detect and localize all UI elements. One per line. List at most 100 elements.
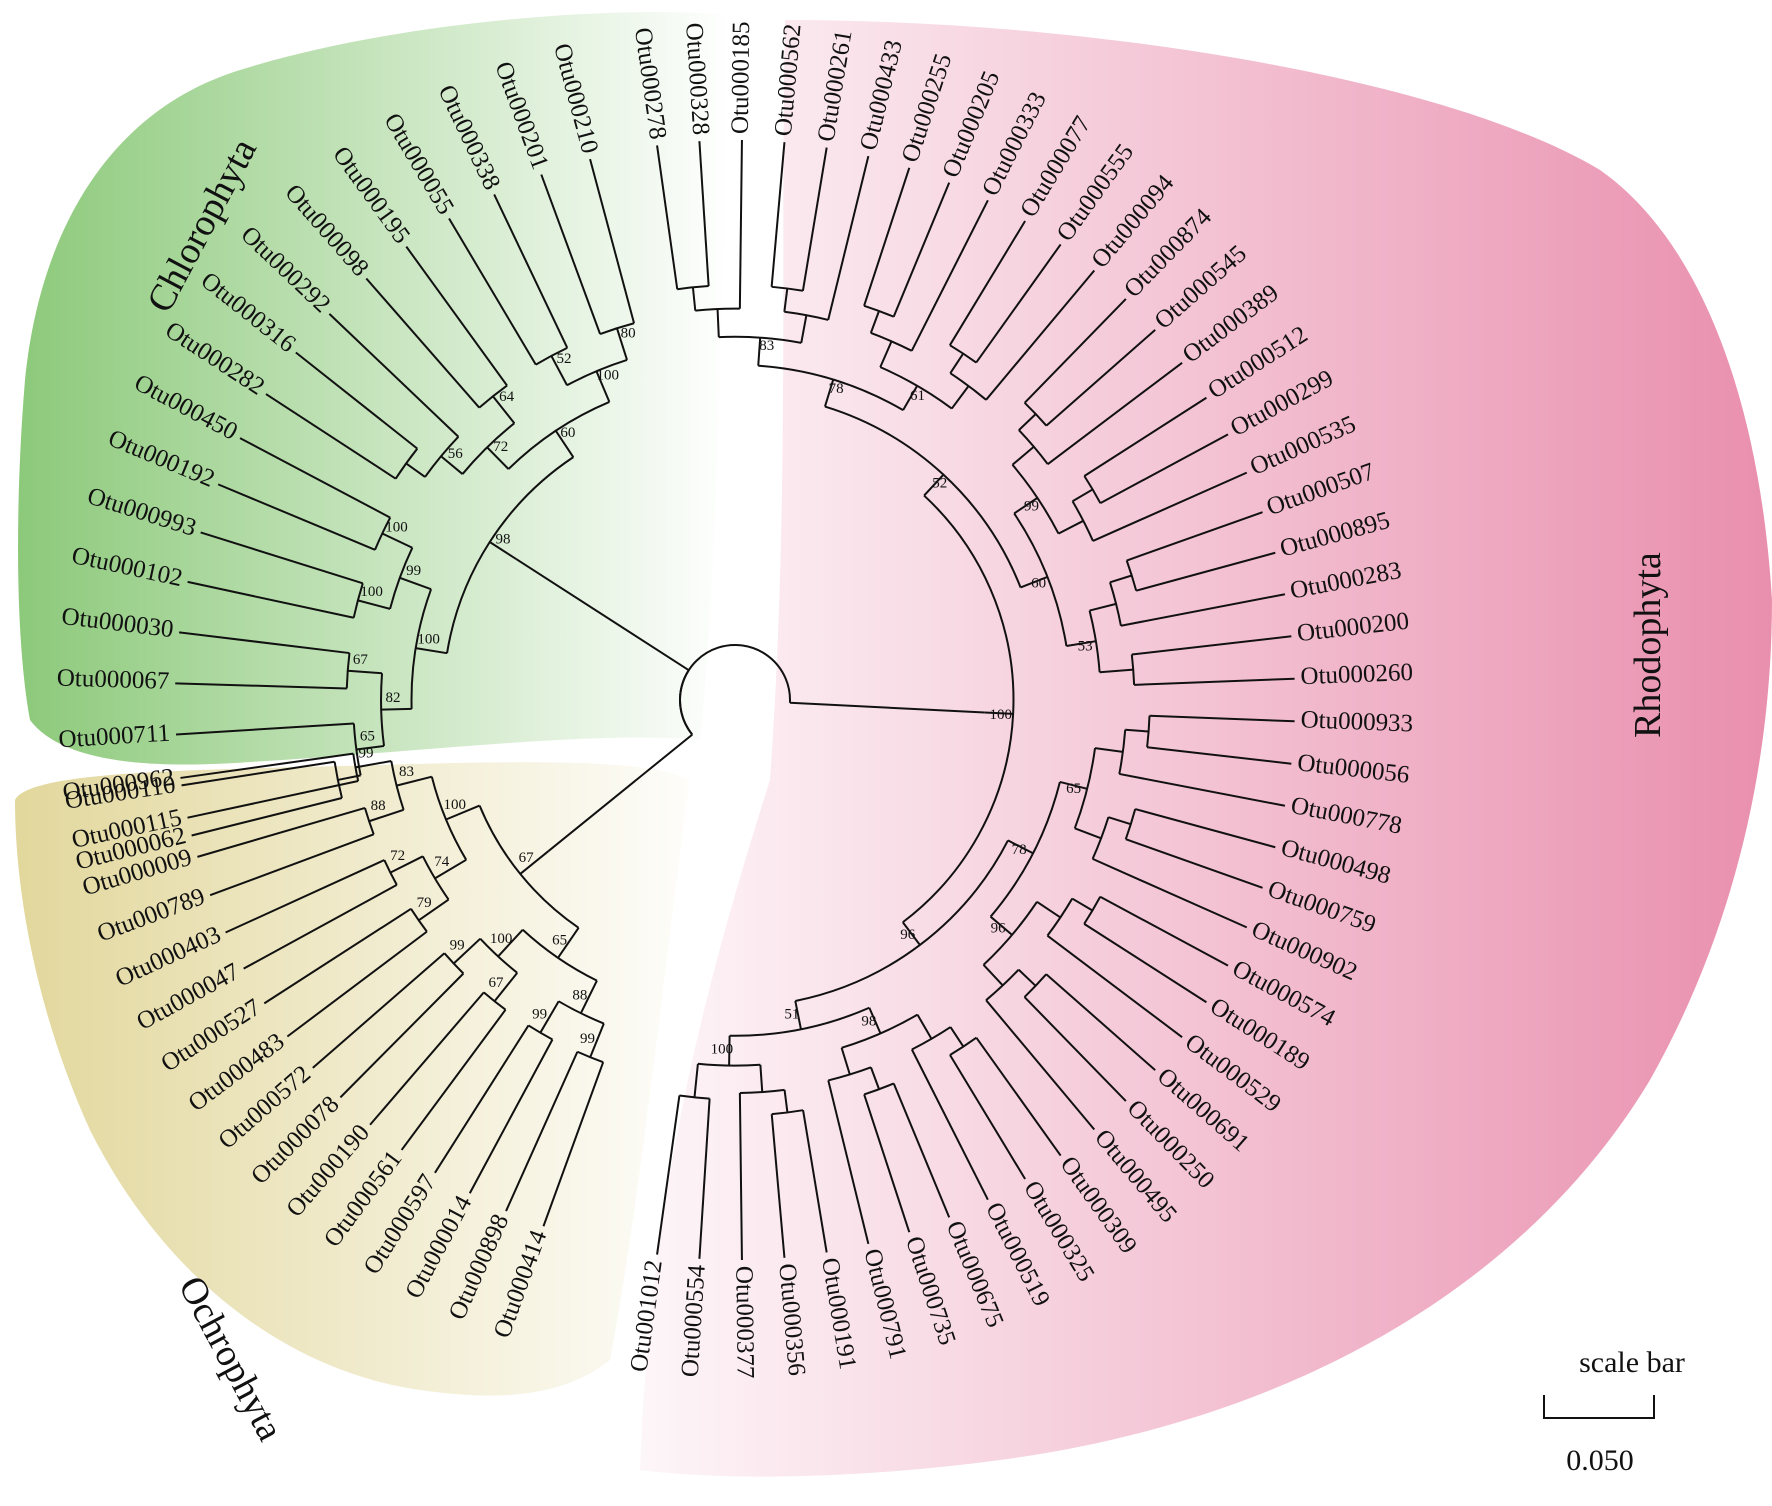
branch-radial [949, 220, 1026, 346]
branch-radial [693, 1063, 699, 1098]
branch-arc [1091, 816, 1110, 860]
bootstrap-label: 78 [829, 381, 844, 397]
bootstrap-label: 74 [434, 854, 450, 870]
branch-radial [243, 884, 398, 970]
branch-radial [892, 182, 951, 318]
branch-radial [1023, 298, 1127, 404]
branch-radial [178, 631, 350, 655]
chlorophyta-region [18, 12, 730, 765]
branch-radial [1092, 857, 1248, 929]
branch-radial [901, 921, 921, 946]
branch-radial [328, 313, 460, 438]
branch-arc [902, 494, 1015, 924]
branch-radial [1083, 923, 1207, 1004]
bootstrap-label: 100 [417, 632, 440, 648]
branch-radial [1089, 602, 1117, 612]
bootstrap-label: 83 [399, 764, 414, 780]
branch-radial [1134, 677, 1295, 686]
branch-radial [949, 1026, 965, 1048]
bootstrap-label: 65 [552, 932, 567, 948]
branch-radial [949, 1054, 1026, 1180]
branch-radial [989, 915, 1013, 936]
bootstrap-label: 100 [597, 368, 620, 384]
branch-radial [827, 1080, 870, 1245]
bootstrap-label: 99 [450, 938, 465, 954]
branch-radial [770, 1114, 786, 1258]
bootstrap-label: 67 [488, 975, 504, 991]
branch-arc [1130, 654, 1136, 685]
branch-radial [550, 355, 568, 386]
branch-radial [982, 964, 1004, 987]
branch-radial [547, 733, 693, 852]
branch-radial [554, 430, 575, 458]
branch-arc [383, 859, 398, 886]
branch-radial [415, 647, 448, 655]
branch-radial [389, 855, 424, 874]
branch-radial [1020, 575, 1048, 589]
branch-arc [421, 855, 450, 901]
branch-arc [352, 582, 364, 618]
branch-radial [738, 1092, 743, 1260]
branch-radial [540, 174, 602, 335]
branch-radial [589, 1023, 605, 1058]
branch-arc [394, 448, 419, 480]
branch-radial [497, 929, 524, 958]
bootstrap-label: 99 [580, 1031, 595, 1047]
scale-bar-line [1543, 1395, 1655, 1419]
branch-radial [453, 937, 481, 965]
branch-radial [868, 1007, 882, 1034]
branch-radial [176, 722, 354, 736]
branch-radial [869, 310, 880, 334]
branch-radial [824, 379, 835, 407]
branch-arc [841, 1013, 918, 1049]
branch-arc [949, 372, 987, 401]
bootstrap-label: 96 [991, 921, 1007, 937]
branch-radial [493, 193, 569, 349]
branch-arc [390, 760, 405, 811]
branch-radial [802, 1110, 828, 1253]
branch-radial [381, 532, 413, 549]
bootstrap-label: 53 [1078, 638, 1093, 654]
branch-radial [1147, 746, 1292, 765]
branch-radial [1011, 445, 1035, 466]
branch-radial [295, 351, 418, 450]
branch-arc [483, 991, 507, 1011]
rhodophyta-region [640, 20, 1772, 1477]
branch-arc [949, 1036, 977, 1056]
branch-radial [181, 760, 335, 787]
branch-radial [180, 752, 354, 779]
tip-label: Otu000067 [56, 665, 169, 695]
branch-radial [985, 999, 1096, 1131]
bootstrap-label: 82 [386, 690, 401, 706]
branch-radial [757, 337, 762, 366]
bootstrap-label: 98 [496, 532, 511, 548]
branch-radial [759, 1064, 764, 1093]
bootstrap-label: 99 [406, 563, 421, 579]
branch-radial [286, 930, 428, 1038]
branch-radial [879, 340, 893, 368]
branch-radial [225, 859, 385, 934]
branch-radial [1047, 362, 1183, 465]
branch-radial [800, 315, 808, 344]
branch-arc [697, 1062, 761, 1067]
bootstrap-label: 99 [359, 746, 374, 762]
branch-radial [794, 1000, 802, 1030]
branch-radial [984, 711, 1014, 715]
bootstrap-label: 80 [621, 325, 636, 341]
branch-radial [381, 707, 412, 711]
branch-arc [1083, 896, 1102, 925]
branch-radial [698, 1098, 711, 1259]
tip-label: Otu000260 [1300, 659, 1413, 690]
branch-radial [1092, 471, 1248, 542]
branch-radial [175, 682, 347, 690]
branch-arc [1073, 748, 1097, 829]
branch-radial [239, 437, 391, 519]
branch-radial [1072, 488, 1094, 503]
branch-radial [312, 952, 446, 1069]
branch-arc [677, 285, 709, 291]
clade-label-rhodophyta: Rhodophyta [1627, 552, 1669, 738]
branch-radial [975, 1037, 1062, 1157]
branch-radial [209, 833, 375, 897]
bootstrap-label: 72 [493, 439, 508, 455]
branch-radial [589, 158, 636, 324]
